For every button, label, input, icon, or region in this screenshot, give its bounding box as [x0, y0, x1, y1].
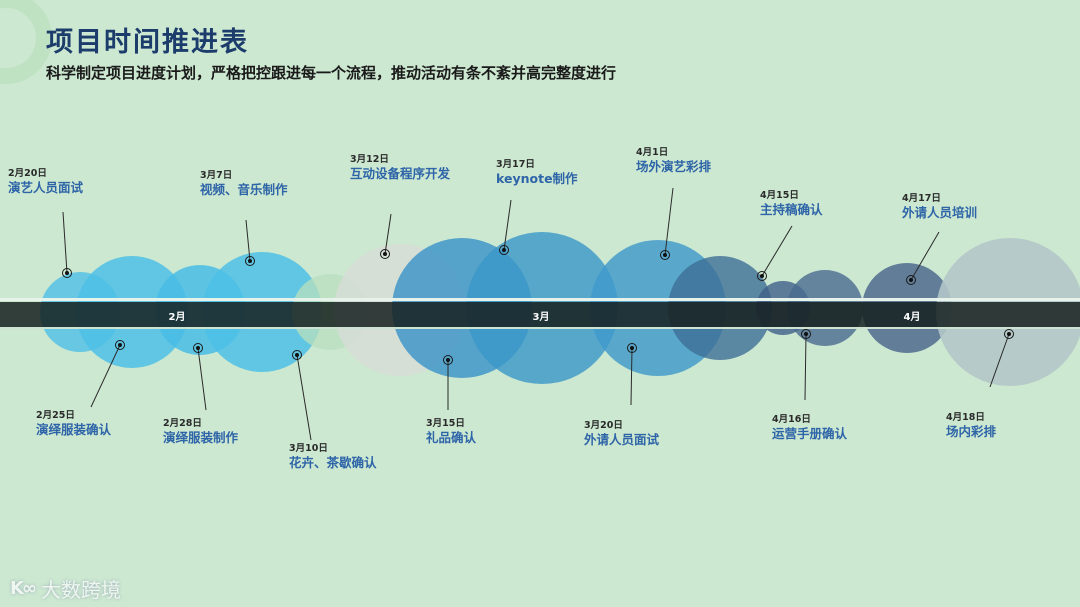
timeline-band-highlight	[0, 298, 1080, 301]
event-label: 2月28日演绎服装制作	[163, 418, 238, 446]
event-task: 礼品确认	[426, 430, 477, 445]
event-task: 演艺人员面试	[8, 180, 84, 195]
event-marker-icon	[499, 245, 509, 255]
connector-line	[197, 347, 207, 411]
event-task: 视频、音乐制作	[200, 182, 288, 197]
event-task: 互动设备程序开发	[350, 166, 451, 181]
event-marker-icon	[62, 268, 72, 278]
event-label: 4月17日外请人员培训	[902, 193, 977, 221]
connector-line	[761, 225, 793, 277]
connector-line	[296, 354, 312, 441]
event-date: 3月20日	[584, 420, 623, 431]
event-date: 4月17日	[902, 193, 941, 204]
event-label: 3月12日互动设备程序开发	[350, 154, 450, 182]
connector-line	[245, 219, 251, 262]
event-date: 3月10日	[289, 443, 328, 454]
event-label: 2月25日演绎服装确认	[36, 410, 111, 438]
event-date: 4月18日	[946, 412, 985, 423]
event-date: 3月12日	[350, 154, 389, 165]
event-label: 3月15日礼品确认	[426, 418, 476, 446]
event-marker-icon	[801, 329, 811, 339]
event-task: 运营手册确认	[772, 426, 848, 441]
connector-line	[989, 333, 1010, 388]
event-label: 2月20日演艺人员面试	[8, 168, 83, 196]
page-title: 项目时间推进表	[46, 27, 249, 58]
event-label: 4月16日运营手册确认	[772, 414, 847, 442]
event-date: 4月15日	[760, 190, 799, 201]
event-label: 3月10日花卉、茶歇确认	[289, 443, 377, 471]
month-label: 4月	[903, 312, 921, 323]
event-label: 3月20日外请人员面试	[584, 420, 659, 448]
month-label: 2月	[168, 312, 186, 323]
event-marker-icon	[660, 250, 670, 260]
event-marker-icon	[380, 249, 390, 259]
timeline-band-edge	[0, 327, 1080, 329]
event-label: 4月1日场外演艺彩排	[636, 147, 711, 175]
connector-line	[62, 211, 68, 274]
connector-line	[910, 231, 940, 281]
event-task: 外请人员培训	[902, 205, 978, 220]
connector-line	[503, 199, 512, 251]
event-task: 主持稿确认	[760, 202, 823, 217]
brand-logo: K∞ 大数跨境	[10, 574, 121, 603]
page-subtitle: 科学制定项目进度计划，严格把控跟进每一个流程，推动活动有条不紊并高完整度进行	[46, 64, 617, 82]
timeline-band	[0, 302, 1080, 327]
event-label: 4月18日场内彩排	[946, 412, 996, 440]
event-task: 场外演艺彩排	[636, 159, 712, 174]
event-task: 场内彩排	[946, 424, 997, 439]
connector-line	[630, 347, 633, 406]
event-marker-icon	[115, 340, 125, 350]
event-marker-icon	[193, 343, 203, 353]
event-date: 3月7日	[200, 170, 233, 181]
event-date: 4月1日	[636, 147, 669, 158]
event-date: 2月25日	[36, 410, 75, 421]
event-label: 3月7日视频、音乐制作	[200, 170, 288, 198]
event-task: keynote制作	[496, 171, 578, 186]
event-task: 演绎服装确认	[36, 422, 112, 437]
event-marker-icon	[757, 271, 767, 281]
event-date: 4月16日	[772, 414, 811, 425]
event-marker-icon	[1004, 329, 1014, 339]
event-date: 3月17日	[496, 159, 535, 170]
connector-line	[804, 333, 807, 401]
event-marker-icon	[245, 256, 255, 266]
logo-icon: K∞	[10, 578, 37, 599]
event-task: 花卉、茶歇确认	[289, 455, 377, 470]
event-date: 2月20日	[8, 168, 47, 179]
event-date: 2月28日	[163, 418, 202, 429]
event-label: 4月15日主持稿确认	[760, 190, 823, 218]
event-task: 演绎服装制作	[163, 430, 239, 445]
brand-name: 大数跨境	[40, 578, 121, 602]
event-marker-icon	[292, 350, 302, 360]
event-date: 3月15日	[426, 418, 465, 429]
connector-line	[664, 187, 674, 256]
month-label: 3月	[532, 312, 550, 323]
event-marker-icon	[443, 355, 453, 365]
connector-line	[90, 344, 121, 408]
event-marker-icon	[906, 275, 916, 285]
event-marker-icon	[627, 343, 637, 353]
event-task: 外请人员面试	[584, 432, 660, 447]
connector-line	[384, 213, 392, 255]
